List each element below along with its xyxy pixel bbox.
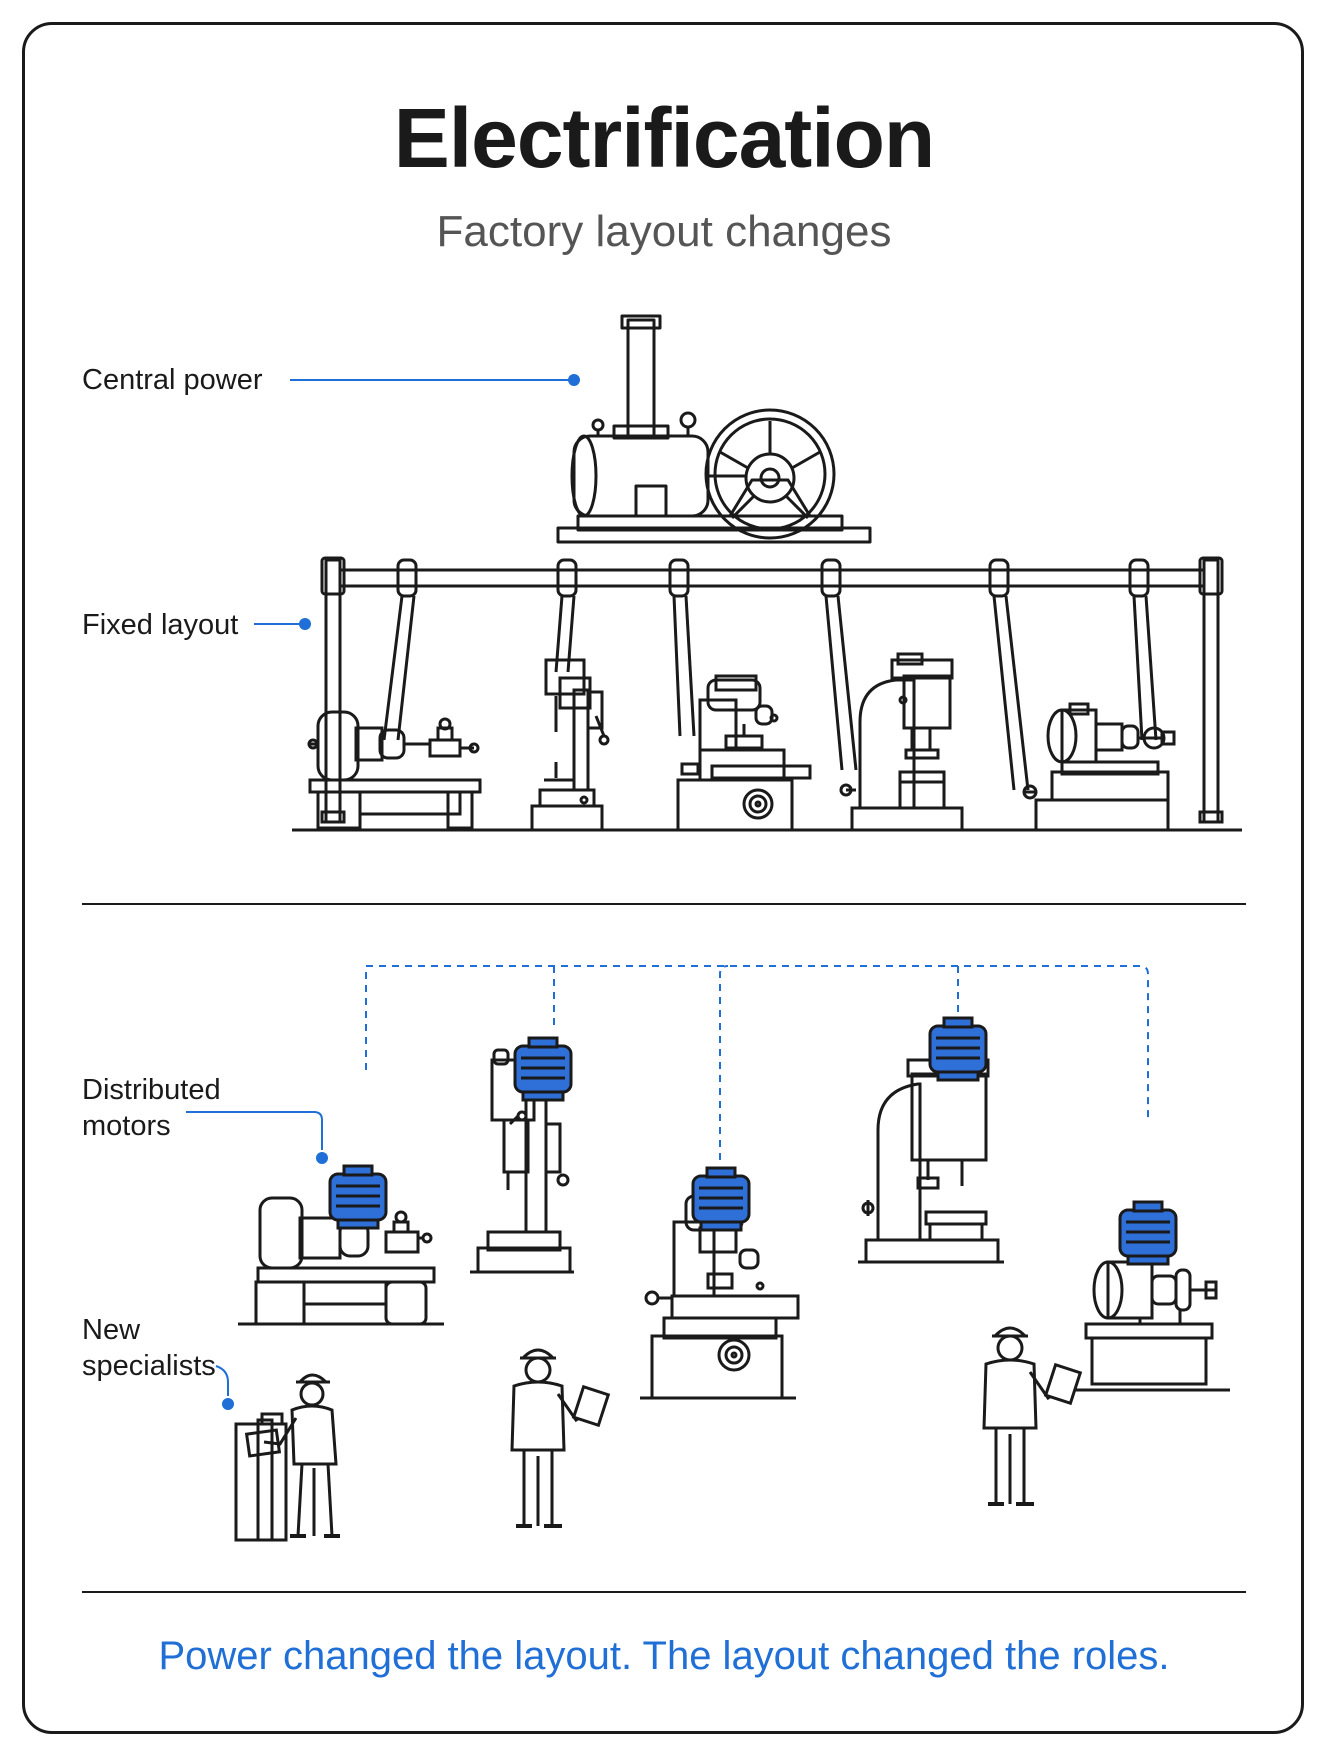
page-title: Electrification bbox=[393, 91, 935, 185]
lathe-icon bbox=[238, 1196, 444, 1326]
line-shaft-icon bbox=[292, 556, 1242, 832]
worker-icon bbox=[263, 1373, 340, 1538]
electric-motor-icon bbox=[328, 1164, 388, 1230]
distributed-motors-dot bbox=[316, 1152, 328, 1164]
lathe-icon bbox=[307, 710, 482, 830]
label-distributed-motors-1: Distributed bbox=[82, 1074, 221, 1106]
electric-motor-icon bbox=[691, 1166, 751, 1232]
new-specialists-leader bbox=[215, 1365, 229, 1396]
milling-machine-icon bbox=[640, 1194, 800, 1400]
label-new-specialists-2: specialists bbox=[82, 1350, 216, 1382]
central-power-dot bbox=[568, 374, 580, 386]
worker-icon bbox=[510, 1348, 611, 1528]
fixed-layout-dot bbox=[299, 618, 311, 630]
label-fixed-layout: Fixed layout bbox=[82, 609, 239, 641]
electric-motor-icon bbox=[928, 1016, 988, 1082]
worker-icon bbox=[982, 1326, 1083, 1506]
power-press-icon bbox=[839, 652, 964, 832]
power-distribution-lines bbox=[365, 965, 1149, 1160]
grinder-icon bbox=[1022, 702, 1176, 832]
milling-machine-icon bbox=[676, 674, 812, 832]
control-panel-icon bbox=[234, 1412, 288, 1542]
grinder-icon bbox=[1074, 1260, 1230, 1392]
drill-press-icon bbox=[530, 658, 610, 832]
new-specialists-dot bbox=[222, 1398, 234, 1410]
label-distributed-motors-2: motors bbox=[82, 1110, 171, 1142]
electric-motor-icon bbox=[1118, 1200, 1178, 1266]
label-new-specialists-1: New bbox=[82, 1314, 141, 1346]
steam-engine-icon bbox=[556, 314, 872, 544]
footer-caption: Power changed the layout. The layout cha… bbox=[158, 1634, 1170, 1678]
page-subtitle: Factory layout changes bbox=[436, 207, 892, 256]
distributed-motors-leader bbox=[186, 1111, 323, 1150]
electric-motor-icon bbox=[513, 1036, 573, 1102]
power-press-icon bbox=[858, 1058, 1004, 1264]
label-central-power: Central power bbox=[82, 364, 263, 396]
